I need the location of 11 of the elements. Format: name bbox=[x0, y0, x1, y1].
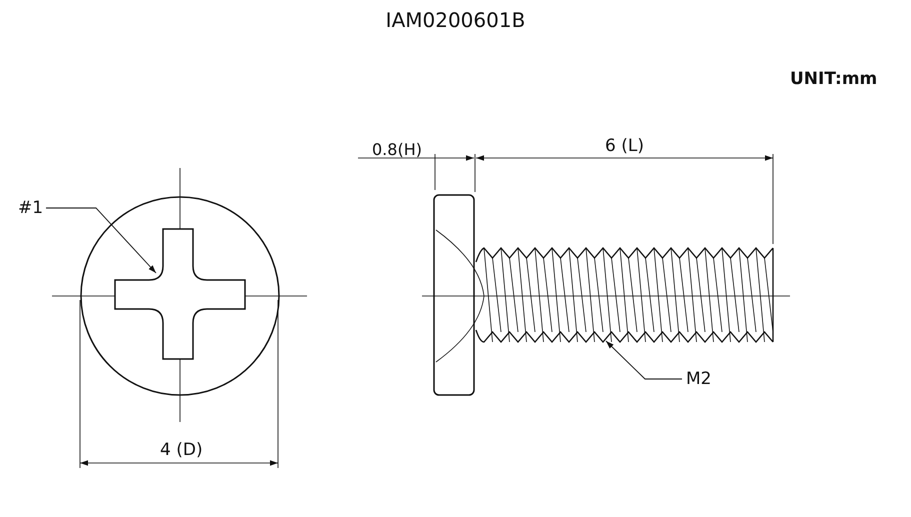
leader-line bbox=[46, 208, 156, 274]
dimension-label: 0.8(H) bbox=[372, 140, 422, 160]
thread-drawing bbox=[475, 247, 774, 343]
dimension-label: 6 (L) bbox=[605, 136, 644, 156]
callout-label: M2 bbox=[686, 369, 712, 389]
dimension-label: 4 (D) bbox=[160, 440, 203, 460]
cross-recess-drawing bbox=[114, 228, 246, 360]
title: IAM0200601B bbox=[384, 8, 526, 32]
leader-line bbox=[606, 340, 682, 380]
callout-label: #1 bbox=[18, 198, 44, 218]
unit-note: UNIT:mm bbox=[790, 69, 878, 89]
